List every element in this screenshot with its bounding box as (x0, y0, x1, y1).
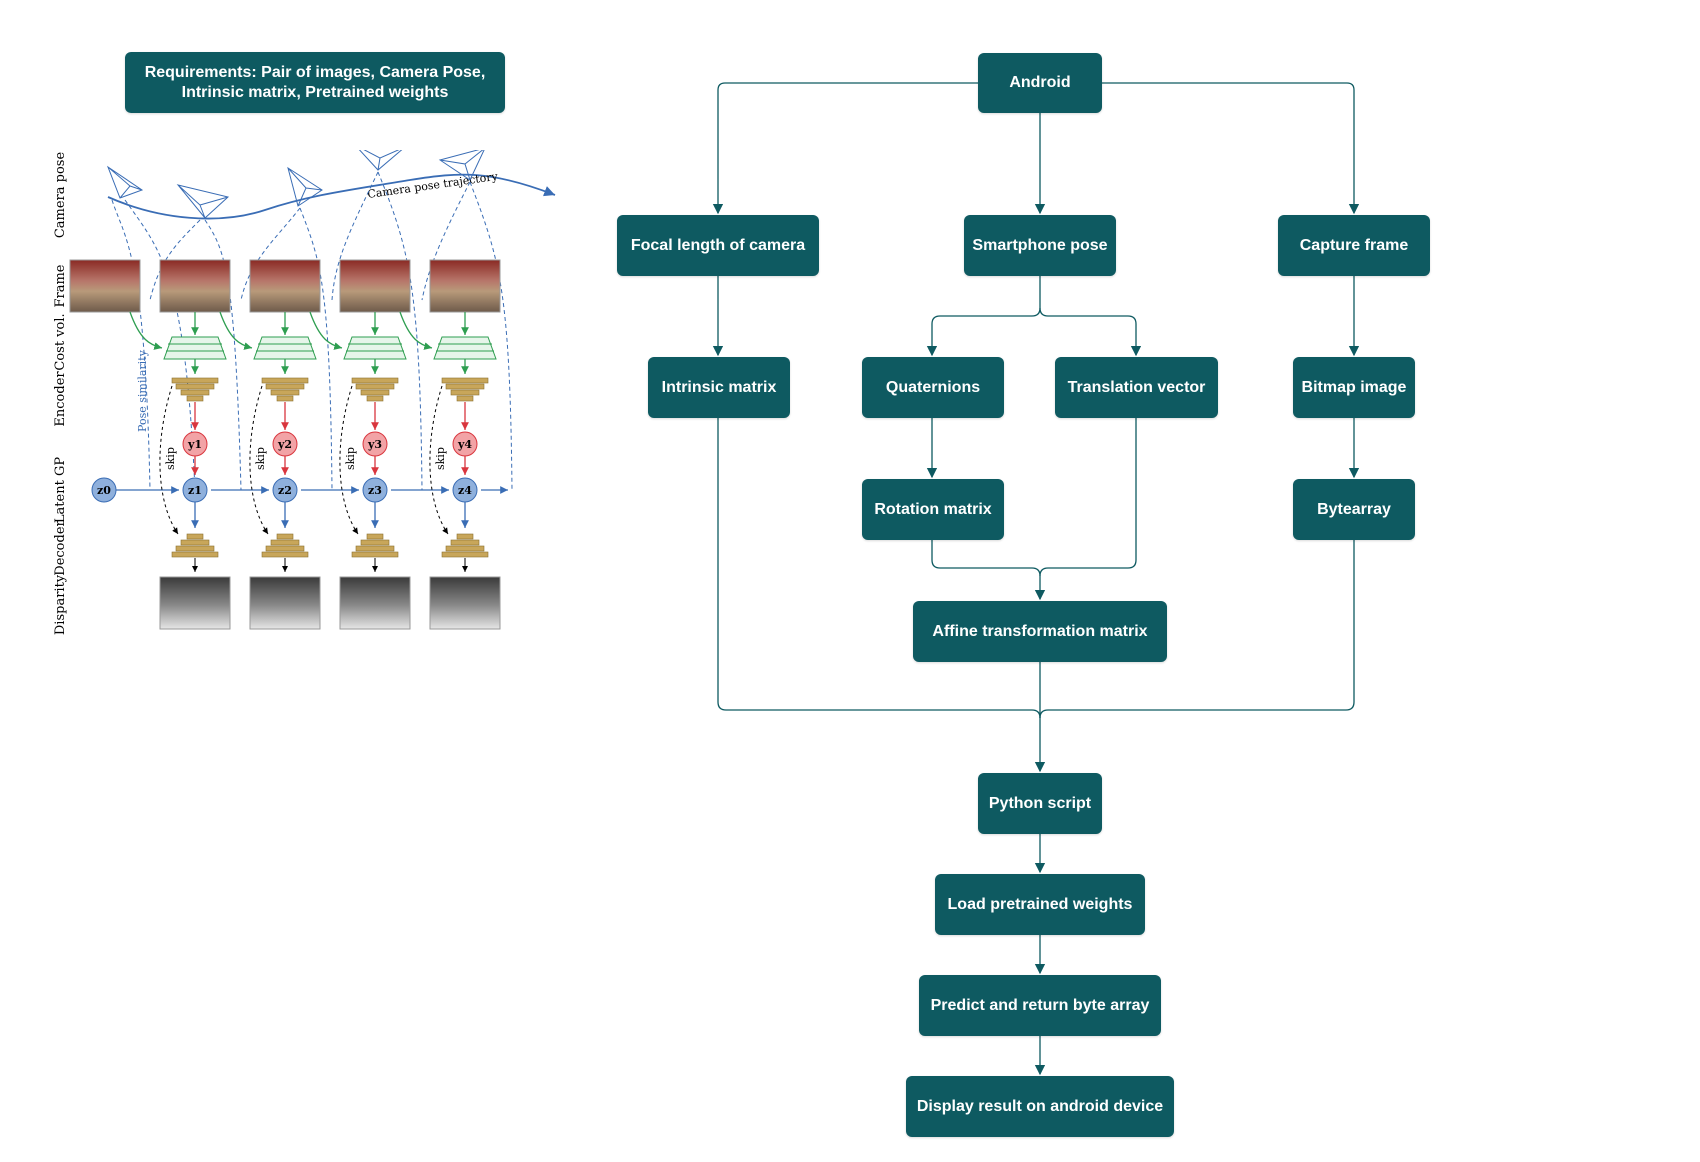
load-weights-label: Load pretrained weights (947, 895, 1133, 913)
python-script-box: Python script (978, 773, 1102, 834)
intrinsic-matrix-label: Intrinsic matrix (661, 378, 777, 396)
network-architecture-figure: Camera pose Frame Cost vol. Encoder Late… (53, 150, 556, 635)
z-nodes: z0 z1 z2 z3 z4 (91, 477, 478, 503)
quaternions-box: Quaternions (862, 357, 1004, 418)
load-weights-box: Load pretrained weights (935, 874, 1145, 935)
skip-label-1: skip (164, 447, 177, 470)
z-node-3: z3 (368, 484, 382, 497)
focal-length-box: Focal length of camera (617, 215, 819, 276)
display-result-label: Display result on android device (916, 1097, 1164, 1115)
skip-label-4: skip (434, 447, 447, 470)
cost-to-encoder-arrows (191, 359, 469, 374)
capture-frame-box: Capture frame (1278, 215, 1430, 276)
z-node-4: z4 (458, 484, 472, 497)
focal-length-label: Focal length of camera (630, 236, 806, 254)
camera-trajectory-curve (107, 173, 556, 220)
predict-box: Predict and return byte array (919, 975, 1161, 1036)
capture-frame-label: Capture frame (1299, 236, 1409, 254)
requirements-box: Requirements: Pair of images, Camera Pos… (125, 52, 505, 113)
frame-images (69, 259, 501, 313)
y-node-4: y4 (457, 438, 472, 451)
row-label-decoder: Decoder (53, 519, 68, 575)
translation-vector-label: Translation vector (1067, 378, 1206, 396)
row-label-encoder: Encoder (53, 371, 68, 427)
row-label-latent-gp: Latent GP (53, 457, 68, 523)
smartphone-pose-box: Smartphone pose (964, 215, 1116, 276)
row-label-disparity: Disparity (53, 574, 68, 635)
pose-similarity-label: Pose similarity (136, 349, 149, 432)
y-node-3: y3 (367, 438, 382, 451)
decoder-to-disparity-arrows (192, 558, 468, 572)
skip-label-3: skip (344, 447, 357, 470)
skip-labels: skip skip skip skip (164, 447, 447, 470)
python-script-label: Python script (988, 794, 1092, 812)
requirements-line-2: Intrinsic matrix, Pretrained weights (181, 83, 449, 101)
decoders (171, 533, 489, 558)
encoder-to-y-arrows (191, 402, 469, 475)
skip-connections (159, 385, 449, 535)
z-node-2: z2 (278, 484, 292, 497)
y-nodes: y1 y2 y3 y4 (182, 431, 478, 457)
affine-matrix-box: Affine transformation matrix (913, 601, 1167, 662)
camera-frustums (106, 150, 485, 219)
y-node-2: y2 (277, 438, 292, 451)
skip-label-2: skip (254, 447, 267, 470)
bytearray-box: Bytearray (1293, 479, 1415, 540)
affine-matrix-label: Affine transformation matrix (932, 622, 1148, 640)
rotation-matrix-label: Rotation matrix (874, 500, 992, 518)
smartphone-pose-label: Smartphone pose (972, 236, 1108, 254)
z-node-1: z1 (188, 484, 202, 497)
frame-to-cost-arrows (129, 311, 469, 350)
translation-vector-box: Translation vector (1055, 357, 1218, 418)
cost-volumes (163, 336, 497, 360)
row-label-frame: Frame (53, 264, 68, 307)
row-label-camera-pose: Camera pose (53, 152, 68, 239)
row-label-cost-vol: Cost vol. (53, 313, 68, 370)
disparity-images (159, 576, 501, 630)
intrinsic-matrix-box: Intrinsic matrix (648, 357, 790, 418)
bitmap-image-box: Bitmap image (1293, 357, 1415, 418)
encoders (171, 377, 489, 402)
android-box: Android (978, 53, 1102, 113)
bitmap-image-label: Bitmap image (1301, 378, 1407, 396)
latent-to-decoder-arrows (191, 502, 469, 528)
bytearray-label: Bytearray (1317, 500, 1391, 518)
y-node-1: y1 (187, 438, 202, 451)
display-result-box: Display result on android device (906, 1076, 1174, 1137)
requirements-line-1: Requirements: Pair of images, Camera Pos… (144, 63, 486, 81)
predict-label: Predict and return byte array (930, 996, 1150, 1014)
android-label: Android (1009, 74, 1071, 91)
z-node-0: z0 (97, 484, 111, 497)
rotation-matrix-box: Rotation matrix (862, 479, 1004, 540)
quaternions-label: Quaternions (885, 378, 981, 396)
